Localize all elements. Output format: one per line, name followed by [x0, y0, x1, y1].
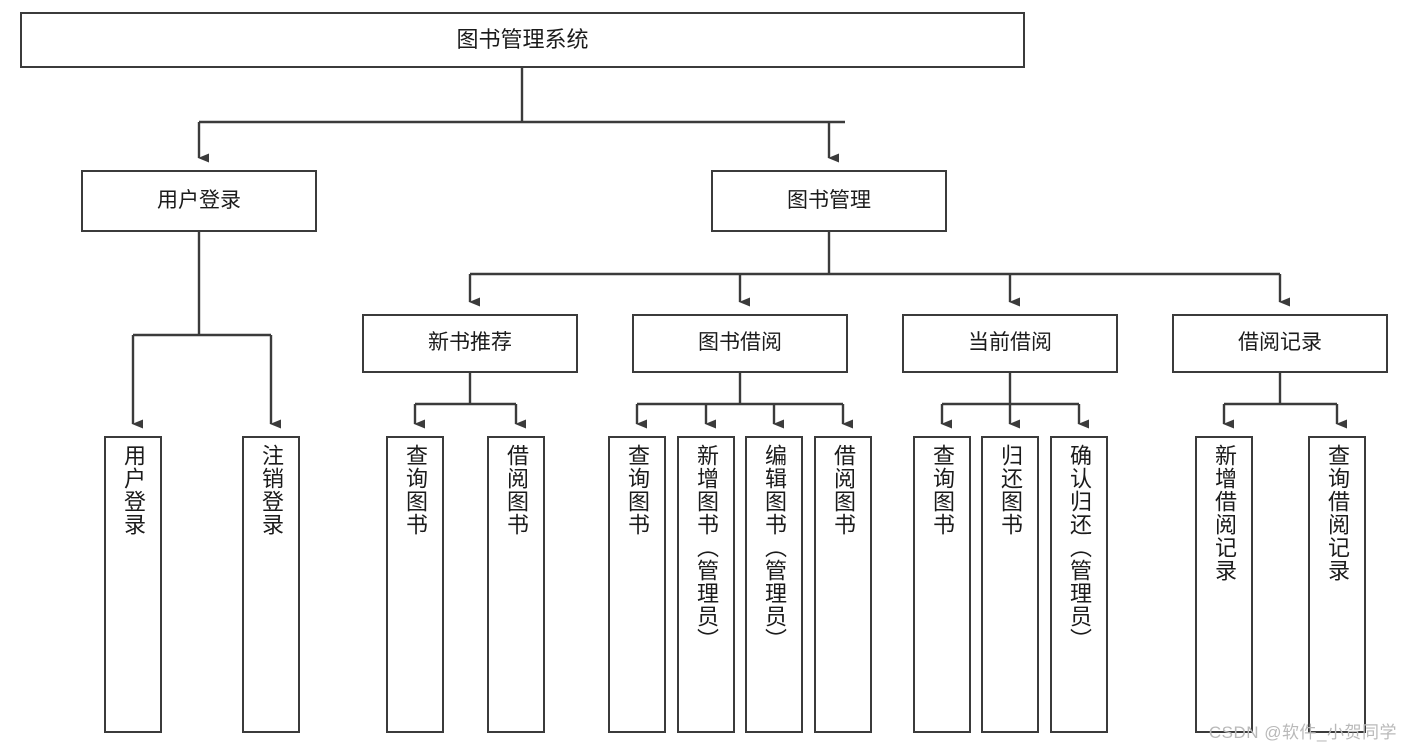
node-new-book-recommendation[interactable]: 新书推荐 [362, 314, 578, 373]
node-label: 新增图书（管理员） [694, 444, 719, 651]
node-label: 编辑图书（管理员） [762, 444, 787, 651]
node-label: 确认归还（管理员） [1067, 444, 1092, 651]
leaf-borrow-book[interactable]: 借阅图书 [814, 436, 872, 733]
leaf-logout[interactable]: 注销登录 [242, 436, 300, 733]
node-label: 新书推荐 [428, 331, 512, 355]
node-book-management[interactable]: 图书管理 [711, 170, 947, 232]
node-root-library-management-system[interactable]: 图书管理系统 [20, 12, 1025, 68]
leaf-query-book-new-recommendation[interactable]: 查询图书 [386, 436, 444, 733]
node-label: 用户登录 [121, 444, 146, 536]
node-label: 图书管理系统 [456, 27, 589, 53]
node-label: 查询图书 [930, 444, 955, 536]
leaf-add-book-admin[interactable]: 新增图书（管理员） [677, 436, 735, 733]
node-borrowing-records[interactable]: 借阅记录 [1172, 314, 1388, 373]
node-label: 借阅图书 [504, 444, 529, 536]
node-label: 新增借阅记录 [1212, 444, 1237, 582]
leaf-add-borrow-record[interactable]: 新增借阅记录 [1195, 436, 1253, 733]
leaf-return-book[interactable]: 归还图书 [981, 436, 1039, 733]
leaf-edit-book-admin[interactable]: 编辑图书（管理员） [745, 436, 803, 733]
node-label: 查询图书 [403, 444, 428, 536]
leaf-confirm-return-admin[interactable]: 确认归还（管理员） [1050, 436, 1108, 733]
node-label: 图书管理 [787, 188, 871, 212]
leaf-query-borrow-record[interactable]: 查询借阅记录 [1308, 436, 1366, 733]
node-label: 当前借阅 [968, 331, 1052, 355]
node-label: 查询借阅记录 [1325, 444, 1350, 582]
leaf-borrow-book-new-recommendation[interactable]: 借阅图书 [487, 436, 545, 733]
leaf-query-book-borrowing[interactable]: 查询图书 [608, 436, 666, 733]
node-label: 图书借阅 [698, 331, 782, 355]
node-current-borrowing[interactable]: 当前借阅 [902, 314, 1118, 373]
node-label: 注销登录 [259, 444, 284, 536]
node-label: 用户登录 [157, 188, 241, 212]
csdn-watermark: CSDN @软件_小贺同学 [1208, 723, 1397, 742]
leaf-query-book-current[interactable]: 查询图书 [913, 436, 971, 733]
node-book-borrowing[interactable]: 图书借阅 [632, 314, 848, 373]
node-label: 借阅图书 [831, 444, 856, 536]
node-label: 查询图书 [625, 444, 650, 536]
node-label: 借阅记录 [1238, 331, 1322, 355]
leaf-user-login[interactable]: 用户登录 [104, 436, 162, 733]
node-label: 归还图书 [998, 444, 1023, 536]
node-user-login[interactable]: 用户登录 [81, 170, 317, 232]
